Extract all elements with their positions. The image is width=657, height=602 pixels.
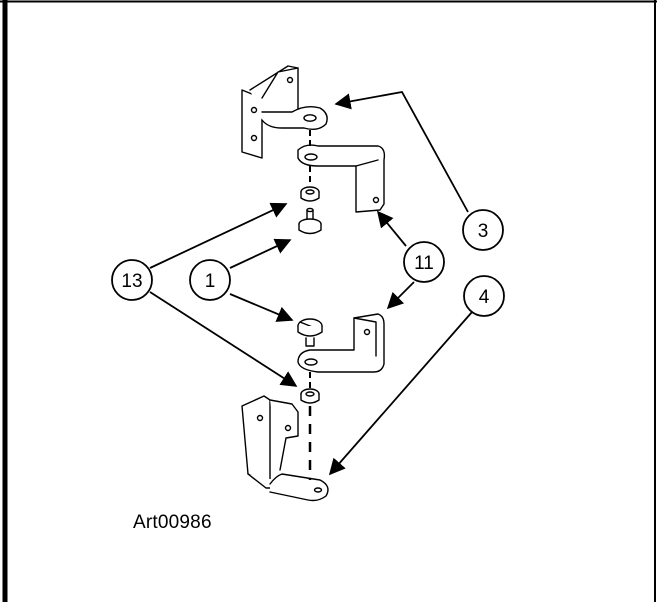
- leader-13-lower: [149, 291, 298, 387]
- leader-13-upper: [149, 202, 288, 269]
- lower-screw-pin: [297, 318, 323, 347]
- lower-mounting-bracket: [241, 395, 329, 502]
- callout-circle-4: [463, 275, 505, 317]
- callout-circle-3: [462, 209, 504, 251]
- lower-hinge-leaf: [297, 313, 385, 373]
- upper-mounting-bracket: [241, 65, 328, 159]
- callout-label-11: 11: [414, 253, 434, 274]
- leader-1-lower: [229, 293, 294, 322]
- upper-hinge-pin: [298, 207, 322, 235]
- callout-label-4: 4: [479, 287, 490, 308]
- leader-11-upper: [376, 210, 407, 247]
- callout-label-3: 3: [478, 221, 489, 242]
- leader-1-upper: [229, 238, 292, 269]
- callout-circle-1: [189, 259, 231, 301]
- leader-4: [328, 311, 473, 476]
- callout-circle-11: [403, 241, 445, 283]
- lower-bushing: [300, 388, 320, 404]
- callout-circle-13: [111, 259, 153, 301]
- callout-label-13: 13: [121, 271, 142, 292]
- upper-bushing: [300, 186, 320, 202]
- callout-label-1: 1: [205, 271, 216, 292]
- leader-11-lower: [386, 281, 415, 310]
- leader-3: [334, 90, 469, 213]
- art-reference-label: Art00986: [133, 512, 212, 533]
